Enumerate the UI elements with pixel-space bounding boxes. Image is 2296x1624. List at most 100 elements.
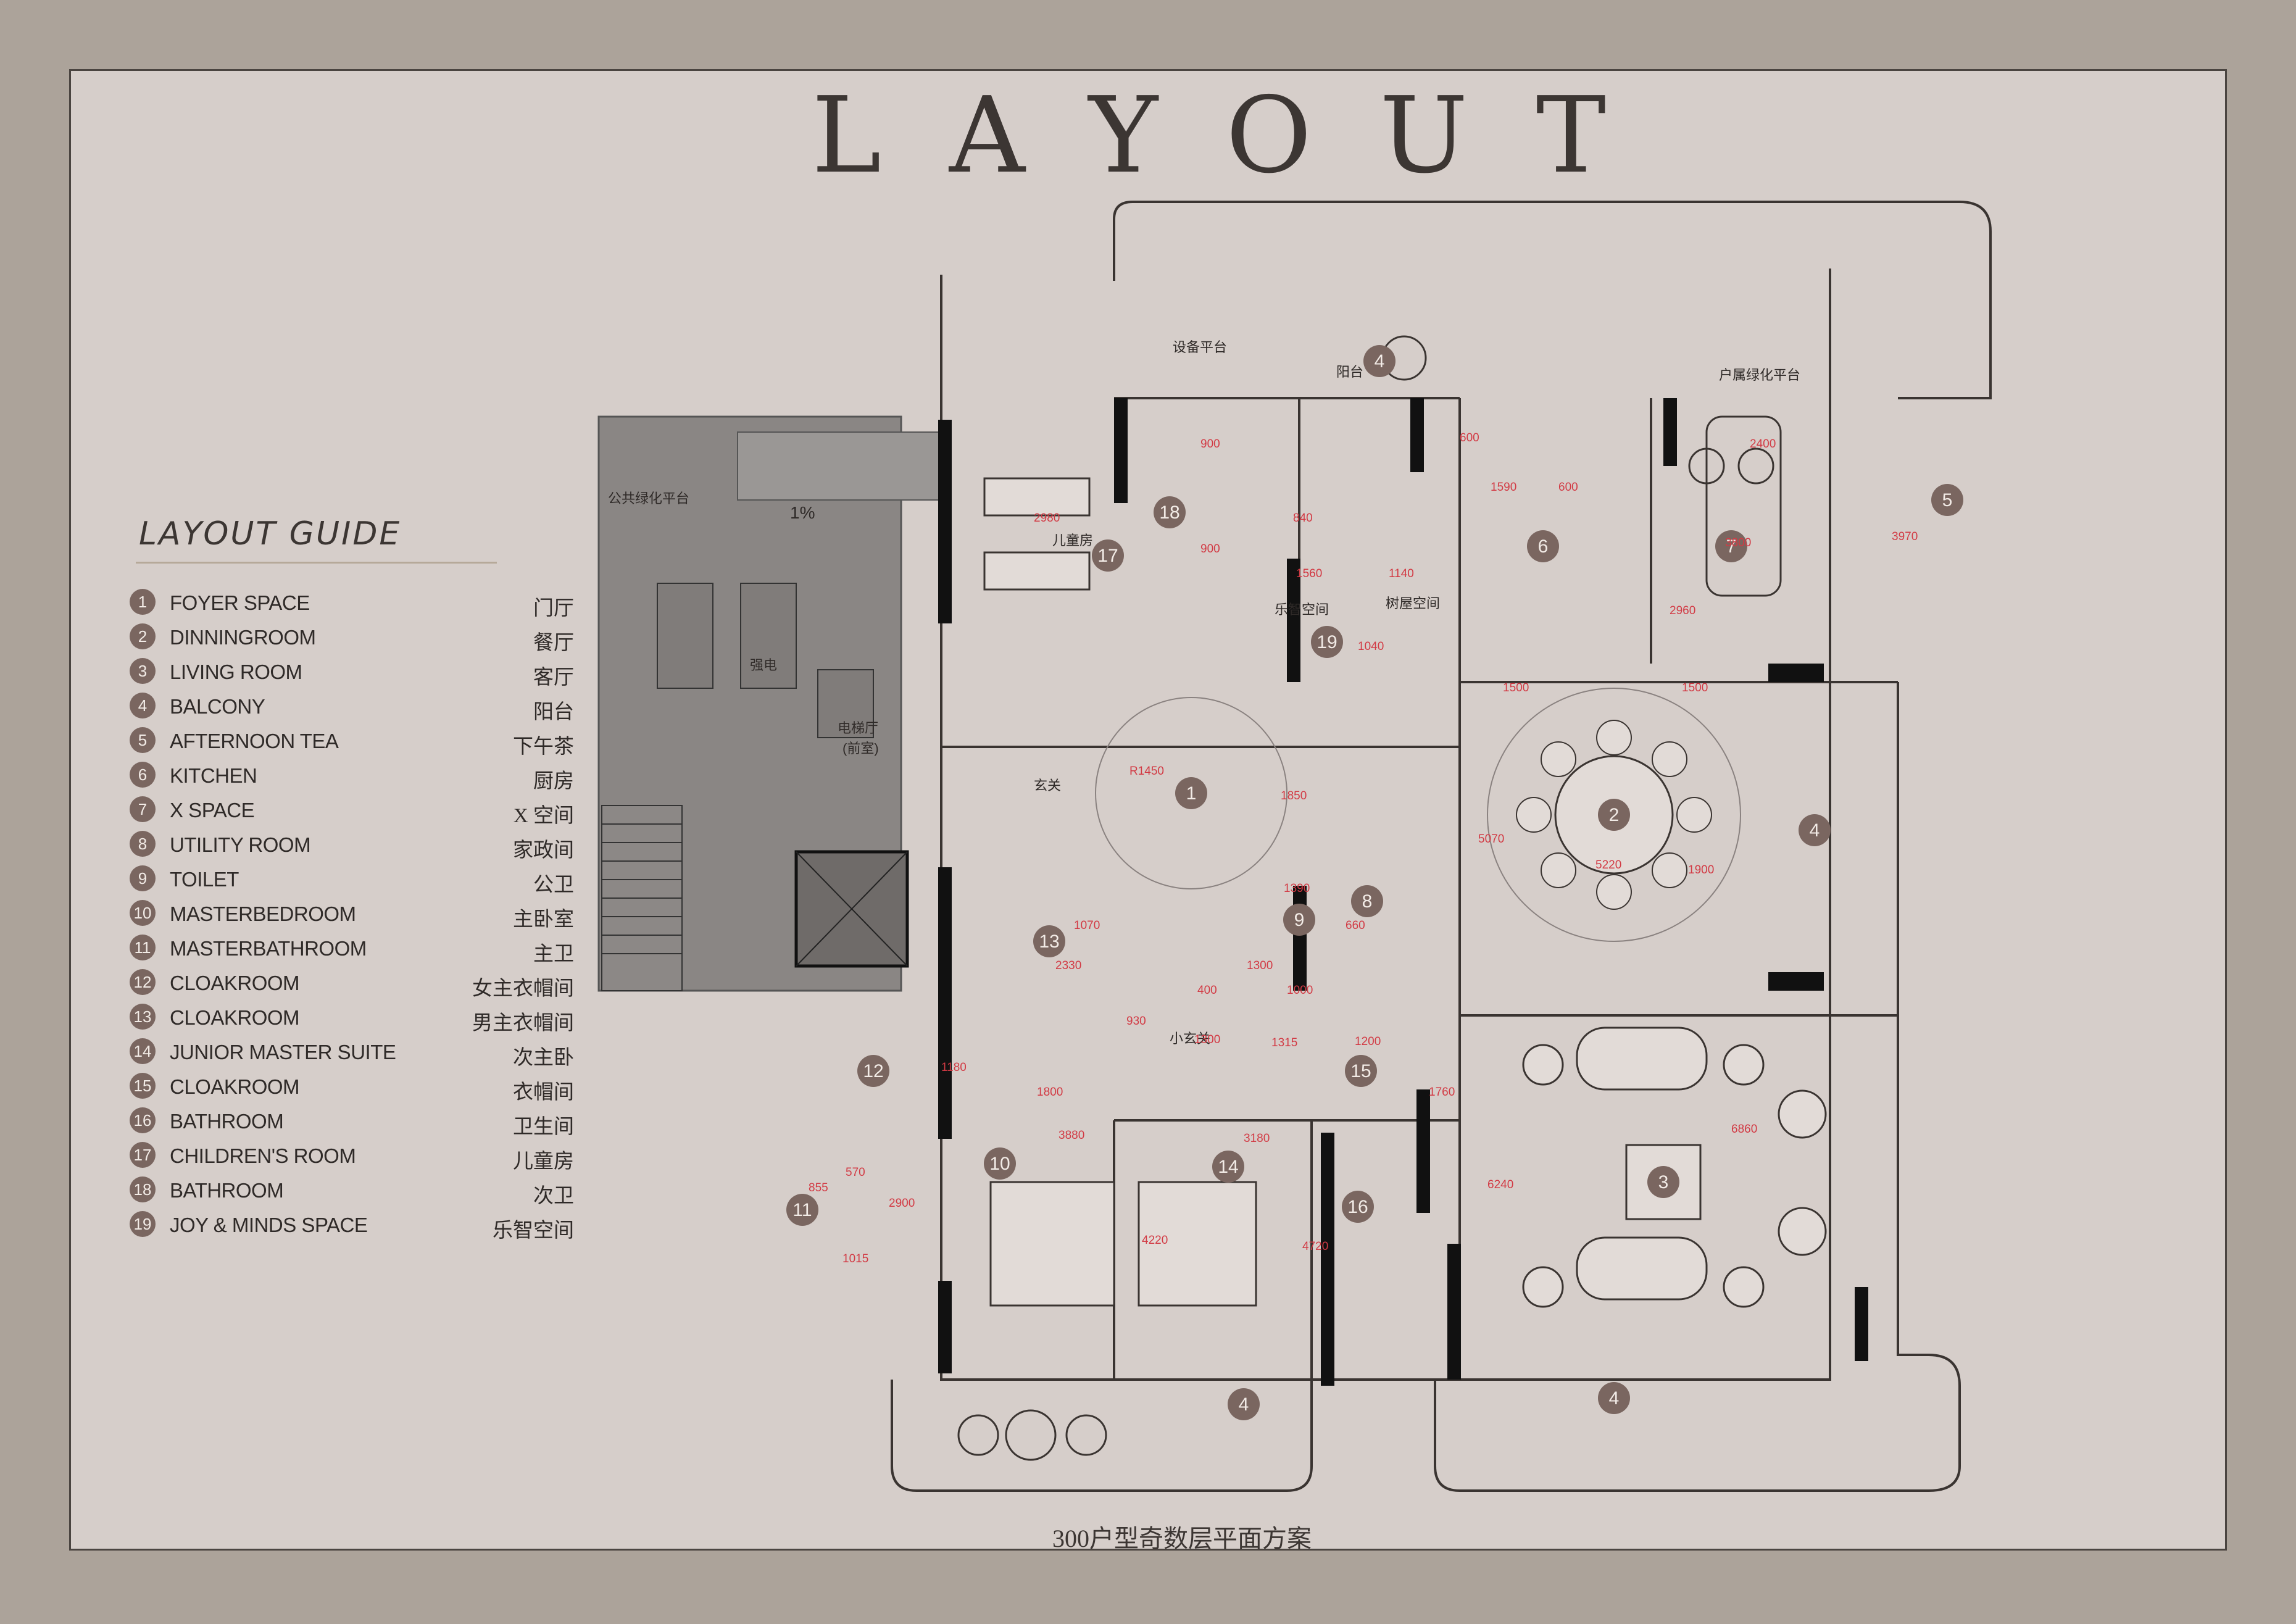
svg-text:12: 12: [863, 1061, 883, 1081]
dimension-label: 1200: [1355, 1035, 1381, 1048]
guide-item-cn: 阳台: [533, 701, 574, 723]
guide-item-cn: 主卫: [533, 943, 574, 965]
room-marker-4: 4: [1799, 814, 1831, 846]
room-marker-3: 3: [1647, 1166, 1679, 1198]
svg-text:1: 1: [1186, 783, 1197, 804]
room-marker-14: 14: [1212, 1151, 1244, 1183]
dimension-label: 1070: [1074, 919, 1100, 932]
label-foyer: 玄关: [1034, 778, 1061, 793]
guide-item-cn: 客厅: [533, 667, 574, 689]
guide-item-en: KITCHEN: [170, 764, 257, 787]
room-marker-6: 6: [1527, 530, 1559, 562]
dimension-label: 930: [1126, 1015, 1146, 1028]
svg-text:6: 6: [1538, 536, 1549, 557]
guide-item-en: CLOAKROOM: [170, 1006, 300, 1029]
svg-text:16: 16: [1347, 1197, 1368, 1217]
dimension-label: 1900: [1688, 864, 1714, 877]
svg-text:17: 17: [1097, 546, 1118, 566]
room-marker-11: 11: [786, 1194, 818, 1226]
guide-item-en: CLOAKROOM: [170, 972, 300, 994]
guide-number-badge: 12: [130, 969, 156, 995]
dimension-label: 600: [1460, 431, 1479, 444]
svg-text:4: 4: [1375, 351, 1385, 372]
svg-text:10: 10: [989, 1154, 1010, 1174]
guide-heading: LAYOUT GUIDE: [139, 515, 402, 552]
guide-item-en: CHILDREN'S ROOM: [170, 1144, 356, 1167]
dimension-label: 1015: [842, 1252, 868, 1265]
label-equipment: 设备平台: [1173, 339, 1227, 355]
guide-item-en: MASTERBEDROOM: [170, 902, 356, 925]
guide-number-badge: 1: [130, 589, 156, 615]
guide-item-cn: 乐智空间: [493, 1220, 574, 1242]
guide-item-cn: 家政间: [513, 839, 574, 862]
living-furniture: [1522, 1026, 1827, 1308]
guide-item-cn: 下午茶: [513, 736, 574, 758]
room-marker-19: 19: [1311, 626, 1343, 658]
room-marker-8: 8: [1351, 885, 1383, 917]
svg-text:9: 9: [1294, 910, 1305, 930]
guide-number-badge: 16: [130, 1107, 156, 1133]
svg-text:5: 5: [1942, 490, 1953, 510]
dimension-label: 2980: [1034, 512, 1060, 525]
label-elevator-hall: 电梯厅: [838, 720, 878, 736]
guide-item-cn: 次卫: [533, 1185, 574, 1207]
dimension-label: 855: [809, 1181, 828, 1194]
guide-item-en: MASTERBATHROOM: [170, 937, 367, 960]
dimension-label: 1300: [1194, 1033, 1220, 1046]
guide-item-en: TOILET: [170, 868, 239, 891]
label-public-green: 公共绿化平台: [608, 491, 689, 506]
dimension-label: 4220: [1142, 1234, 1168, 1247]
label-green-platform: 户属绿化平台: [1719, 367, 1800, 383]
svg-text:15: 15: [1350, 1061, 1371, 1081]
guide-number-badge: 4: [130, 693, 156, 718]
dimension-label: 600: [1558, 481, 1578, 494]
svg-text:13: 13: [1039, 931, 1059, 952]
dimension-label: 6860: [1731, 1123, 1757, 1136]
guide-number-badge: 8: [130, 831, 156, 857]
label-slope: 1%: [790, 503, 815, 522]
guide-item-cn: X 空间: [513, 805, 574, 827]
dimension-label: 660: [1346, 919, 1365, 932]
guide-divider: [136, 562, 497, 564]
dimension-label: 1180: [941, 1061, 967, 1074]
dimension-label: 3180: [1244, 1132, 1270, 1145]
svg-text:2: 2: [1609, 805, 1620, 825]
dimension-label: 1560: [1296, 567, 1322, 580]
guide-number-badge: 15: [130, 1073, 156, 1099]
label-power: 强电: [750, 657, 777, 673]
beds: [983, 477, 1257, 1307]
guide-number-badge: 9: [130, 865, 156, 891]
guide-item-cn: 衣帽间: [513, 1081, 574, 1104]
dimension-label: 3970: [1892, 530, 1918, 543]
dimension-label: 4720: [1302, 1240, 1328, 1253]
dimension-label: 900: [1200, 543, 1220, 556]
room-marker-18: 18: [1154, 496, 1186, 528]
guide-item-cn: 公卫: [533, 874, 574, 896]
dimension-label: 2400: [1750, 438, 1776, 451]
guide-item-en: FOYER SPACE: [170, 591, 310, 614]
dimension-label: 2900: [889, 1197, 915, 1210]
guide-item-en: JOY & MINDS SPACE: [170, 1214, 368, 1236]
guide-item-en: AFTERNOON TEA: [170, 730, 339, 752]
guide-item-en: UTILITY ROOM: [170, 833, 311, 856]
dimension-label: 1500: [1503, 681, 1529, 694]
svg-text:7: 7: [1726, 536, 1737, 557]
room-marker-1: 1: [1175, 777, 1207, 809]
room-marker-12: 12: [857, 1055, 889, 1087]
dimension-label: 6240: [1487, 1178, 1513, 1191]
dimension-label: 1800: [1037, 1086, 1063, 1099]
guide-number-badge: 3: [130, 658, 156, 684]
guide-item-en: BALCONY: [170, 695, 265, 718]
